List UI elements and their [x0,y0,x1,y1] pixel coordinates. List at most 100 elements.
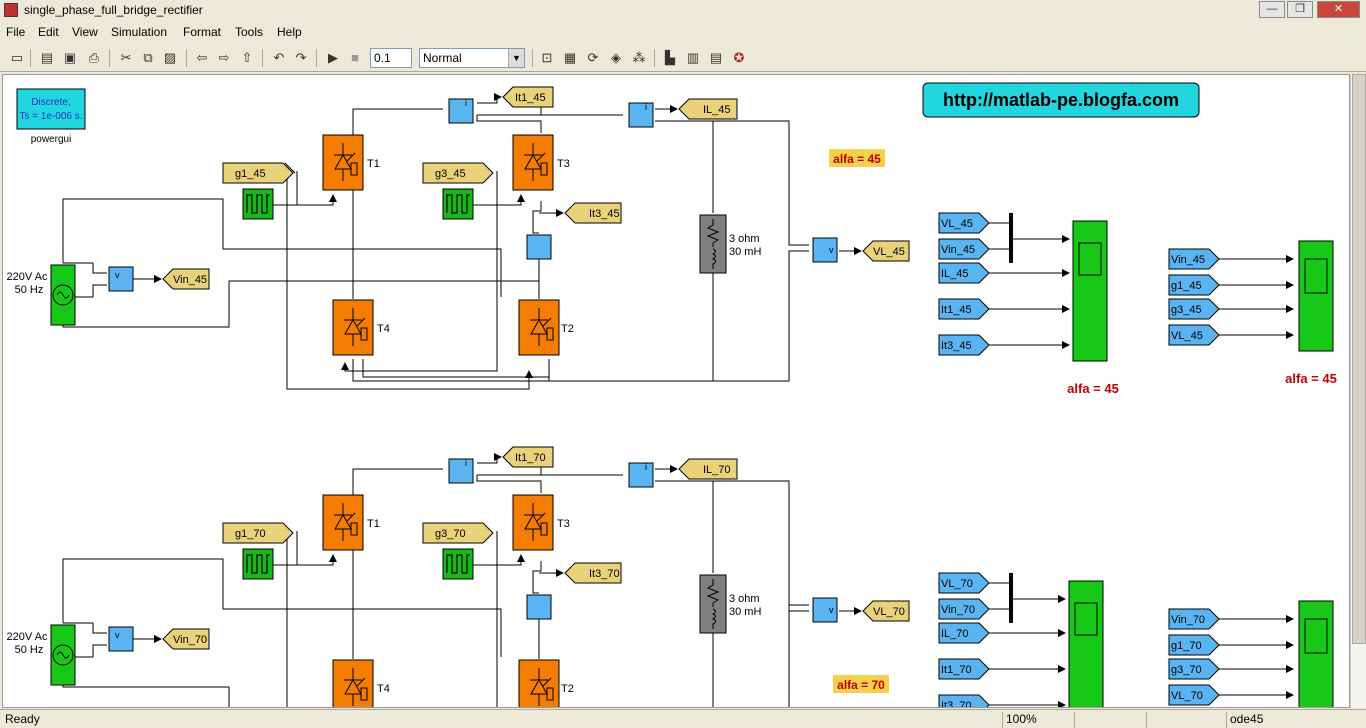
from-tag[interactable] [1168,248,1220,270]
from-tag[interactable] [938,298,990,320]
pulse-generator-g1-70[interactable] [242,548,274,580]
menu-format[interactable]: Format [183,25,222,39]
goto-vl-45[interactable] [862,240,910,262]
maximize-button[interactable]: ❐ [1287,1,1313,18]
thyristor-t4-70[interactable] [332,659,374,708]
build-icon[interactable]: ⊡ [541,50,553,65]
chevron-down-icon[interactable]: ▼ [508,49,524,67]
goto-it1-70[interactable] [502,446,554,468]
update-diagram-icon[interactable]: ▦ [563,50,577,65]
back-arrow-icon[interactable]: ⇦ [196,50,208,65]
from-tag[interactable] [1168,634,1220,656]
from-tag[interactable] [1168,274,1220,296]
open-folder-icon[interactable]: ▤ [40,50,54,65]
goto-il-45[interactable] [678,98,738,120]
url-banner[interactable] [922,82,1200,118]
current-meter-it1-45[interactable] [448,98,474,124]
thyristor-t4-45[interactable] [332,299,374,356]
rl-load-45[interactable] [699,214,727,274]
scope-2-45[interactable] [1298,240,1334,352]
properties-icon[interactable]: ▤ [709,50,723,65]
goto-g1-70[interactable] [222,522,294,544]
vertical-scrollbar[interactable] [1350,74,1366,708]
from-tag[interactable] [938,334,990,356]
goto-vl-70[interactable] [862,600,910,622]
from-tag[interactable] [938,694,990,708]
goto-it3-45[interactable] [564,202,622,224]
scrollbar-thumb[interactable] [1352,74,1366,644]
pulse-generator-g1-45[interactable] [242,188,274,220]
thyristor-t2-70[interactable] [518,659,560,708]
redo-icon[interactable]: ↷ [295,50,307,65]
scope-1-45[interactable] [1072,220,1108,362]
scope-1-70[interactable] [1068,580,1104,708]
start-simulation-icon[interactable]: ▶ [328,50,338,65]
new-model-icon[interactable]: ▭ [10,50,24,65]
from-tag[interactable] [938,658,990,680]
rl-load-70[interactable] [699,574,727,634]
goto-g3-45[interactable] [422,162,494,184]
stop-simulation-icon[interactable]: ■ [351,50,359,65]
from-tag[interactable] [938,212,990,234]
current-meter-il-45[interactable] [628,102,654,128]
goto-vin-70[interactable] [162,628,210,650]
from-tag[interactable] [1168,324,1220,346]
goto-g1-45[interactable] [222,162,296,184]
print-icon[interactable]: ⎙ [88,50,100,65]
goto-il-70[interactable] [678,458,738,480]
simulation-mode-select[interactable]: Normal ▼ [419,48,525,68]
refresh-icon[interactable]: ⟳ [587,50,599,65]
forward-arrow-icon[interactable]: ⇨ [218,50,230,65]
undo-icon[interactable]: ↶ [273,50,285,65]
save-icon[interactable]: ▣ [63,50,77,65]
from-tag[interactable] [938,622,990,644]
library-browser-icon[interactable]: ▙ [665,50,675,65]
goto-it3-70[interactable] [564,562,622,584]
model-explorer-icon[interactable]: ▥ [686,50,700,65]
from-tag[interactable] [938,572,990,594]
thyristor-t1-70[interactable] [322,494,364,551]
menu-file[interactable]: File [6,25,26,39]
current-meter-il-70[interactable] [628,462,654,488]
pulse-generator-g3-70[interactable] [442,548,474,580]
up-arrow-icon[interactable]: ⇧ [241,50,253,65]
thyristor-t1-45[interactable] [322,134,364,191]
ac-source-45[interactable] [50,264,76,326]
thyristor-t3-70[interactable] [512,494,554,551]
from-tag[interactable] [938,262,990,284]
thyristor-t2-45[interactable] [518,299,560,356]
scope-2-70[interactable] [1298,600,1334,708]
from-tag[interactable] [1168,684,1220,706]
model-canvas[interactable]: Discrete, Ts = 1e-006 s. powergui http:/… [2,74,1350,708]
from-tag[interactable] [1168,298,1220,320]
thyristor-t3-45[interactable] [512,134,554,191]
pulse-generator-g3-45[interactable] [442,188,474,220]
menu-simulation[interactable]: Simulation [111,25,168,39]
goto-g3-70[interactable] [422,522,494,544]
voltage-meter-vin-70[interactable] [108,626,134,652]
from-tag[interactable] [938,598,990,620]
from-tag[interactable] [1168,658,1220,680]
menu-tools[interactable]: Tools [235,25,264,39]
model-advisor-icon[interactable]: ⁂ [632,50,646,65]
stop-time-input[interactable] [370,48,412,68]
debugger-icon[interactable]: ◈ [611,50,621,65]
voltage-meter-vin-45[interactable] [108,266,134,292]
voltage-meter-it3-45[interactable] [526,234,552,260]
from-tag[interactable] [1168,608,1220,630]
copy-icon[interactable]: ⧉ [143,50,153,65]
ac-source-70[interactable] [50,624,76,686]
menu-edit[interactable]: Edit [38,25,59,39]
voltage-meter-it3-70[interactable] [526,594,552,620]
minimize-button[interactable]: — [1259,1,1285,18]
menu-help[interactable]: Help [277,25,302,39]
paste-icon[interactable]: ▨ [163,50,177,65]
from-tag[interactable] [938,238,990,260]
powergui-block[interactable] [16,88,86,130]
cut-icon[interactable]: ✂ [120,50,132,65]
help-lifebuoy-icon[interactable]: ✪ [733,50,745,65]
close-button[interactable]: ✕ [1317,1,1360,18]
goto-it1-45[interactable] [502,86,554,108]
current-meter-it1-70[interactable] [448,458,474,484]
goto-vin-45[interactable] [162,268,210,290]
